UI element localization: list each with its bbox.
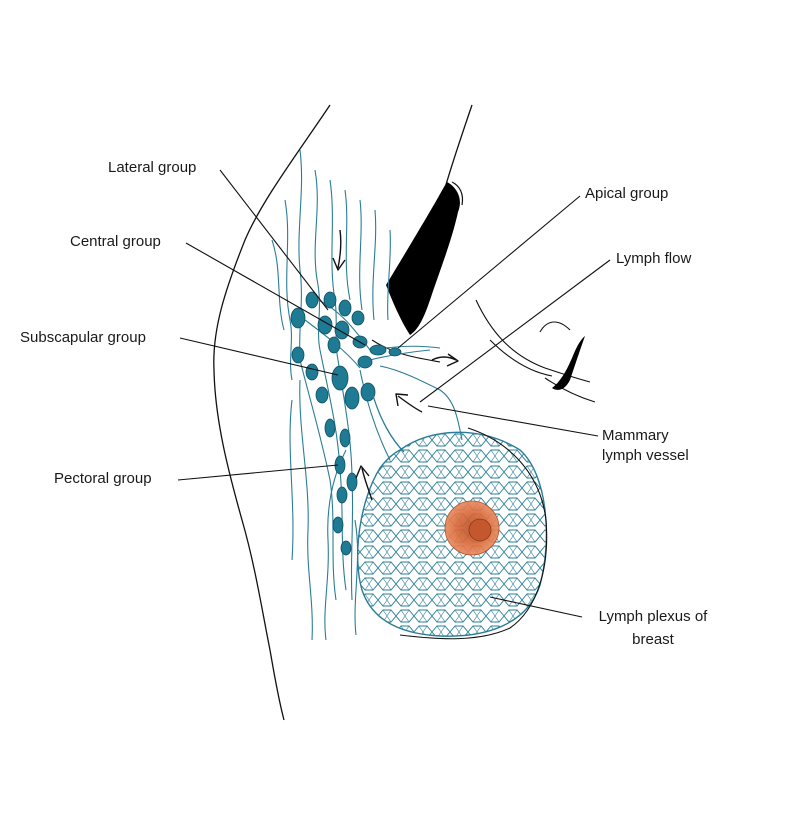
clavicle-line-1 [475,299,591,383]
clavicle-line-2 [489,339,553,377]
leader-plexus [489,596,583,618]
label-subscapular-group: Subscapular group [20,329,146,346]
flow-arrows [332,229,459,501]
subclavius-shape [552,336,585,390]
arm-outline [442,104,473,196]
muscle-edge [451,181,464,206]
axilla-curve [371,339,441,363]
leader-central [185,242,366,346]
rib-line [539,321,571,333]
arrow-down [337,229,342,269]
arrow-up [361,467,373,501]
label-mammary-line1: Mammary [602,427,669,444]
leader-mammary [427,405,599,437]
leader-subscapular [179,337,339,376]
label-lymph-flow: Lymph flow [616,250,692,267]
leader-pectoral [177,464,339,481]
label-plexus-line1: Lymph plexus of [598,608,708,625]
label-lateral-group: Lateral group [108,159,197,176]
label-mammary-line2: lymph vessel [602,447,689,464]
leader-lines [177,169,611,618]
rib-line-2 [544,377,596,403]
leader-lateral [219,169,329,311]
lymph-nodes [290,291,402,556]
leader-apical [397,195,581,349]
label-apical-group: Apical group [585,185,669,202]
label-central-group: Central group [70,233,161,250]
arrow-right [431,356,457,361]
arrow-diag [397,395,423,413]
pectoralis-minor-shape [386,182,460,335]
label-plexus-line2: breast [632,631,674,648]
leader-lymph-flow [419,259,611,403]
nipple [468,518,492,542]
label-pectoral-group: Pectoral group [54,470,152,487]
mammary-vessel [371,391,405,453]
body-outline-left [213,104,331,721]
breast-outline [399,427,548,640]
